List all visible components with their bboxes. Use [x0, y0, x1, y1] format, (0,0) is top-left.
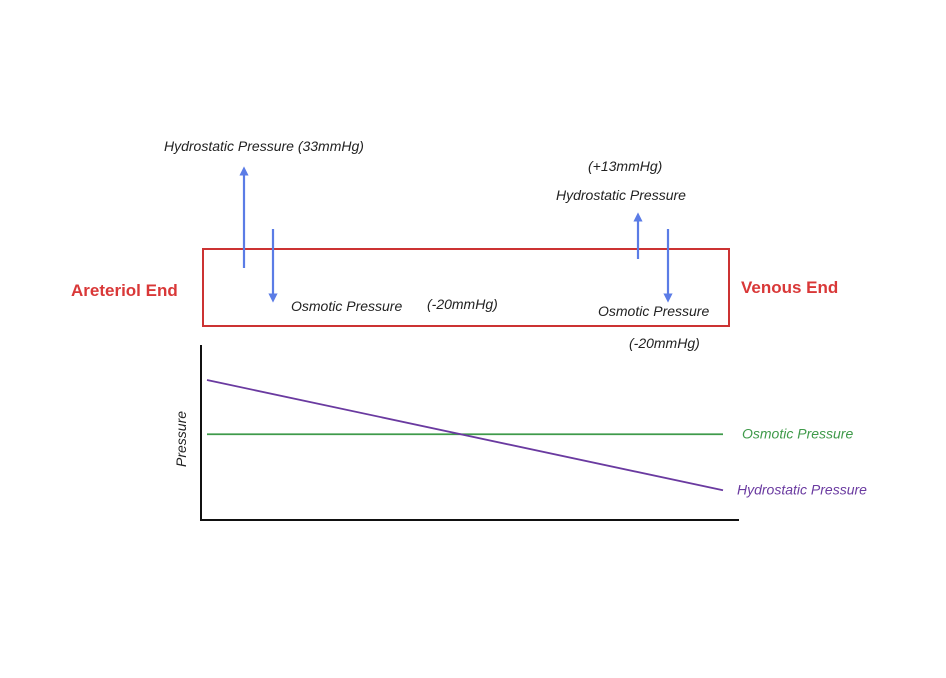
venous-end-label: Venous End [741, 278, 838, 297]
capillary-box [202, 248, 730, 327]
venous-hydrostatic-value: (+13mmHg) [588, 158, 662, 174]
arterial-osmotic-label: Osmotic Pressure [291, 298, 402, 314]
chart-y-axis-label: Pressure [173, 411, 189, 467]
arterial-hydrostatic-label: Hydrostatic Pressure (33mmHg) [164, 138, 364, 154]
arterial-end-label: Areteriol End [71, 281, 178, 300]
series-line-hydrostatic [206, 379, 724, 492]
venous-osmotic-label: Osmotic Pressure [598, 303, 709, 319]
series-label-hydrostatic: Hydrostatic Pressure [737, 481, 867, 497]
arterial-osmotic-value: (-20mmHg) [427, 296, 498, 312]
series-label-osmotic: Osmotic Pressure [742, 425, 853, 441]
venous-osmotic-value: (-20mmHg) [629, 335, 700, 351]
venous-hydrostatic-label: Hydrostatic Pressure [556, 187, 686, 203]
